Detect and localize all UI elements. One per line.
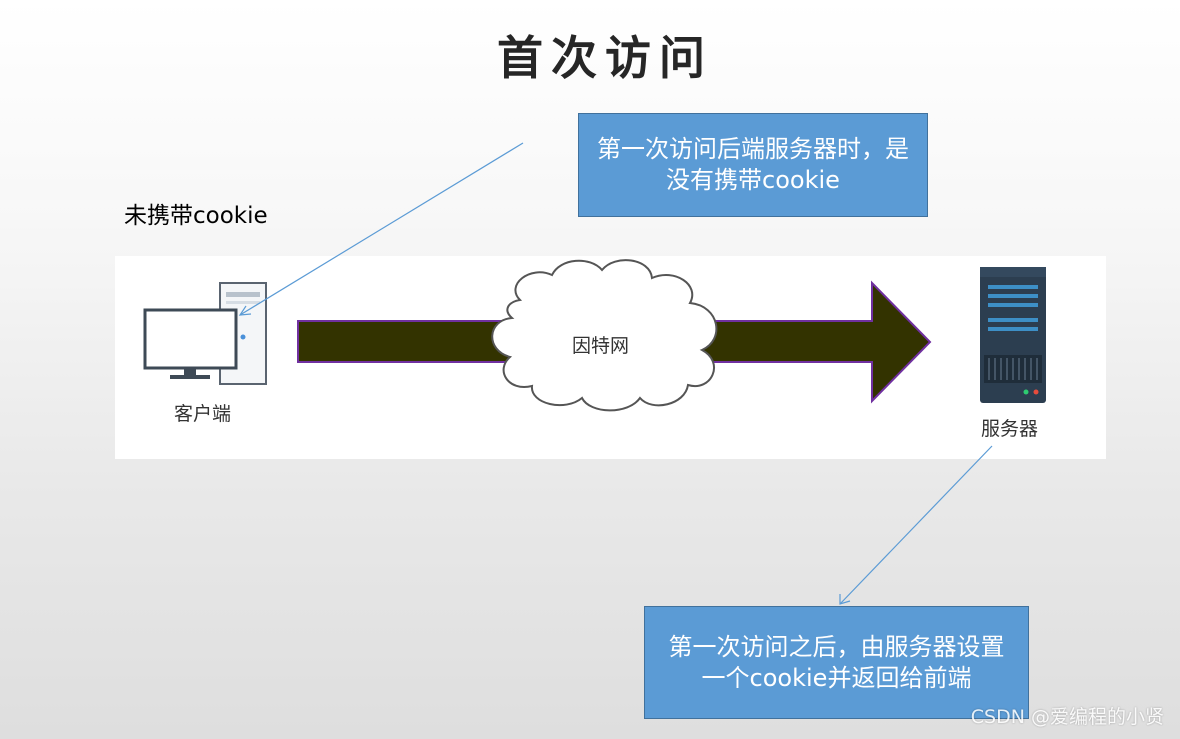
- internet-label: 因特网: [572, 335, 630, 357]
- connector-from-server: [839, 445, 993, 605]
- server-label: 服务器: [981, 418, 1039, 440]
- callout-set-cookie-line2: 一个cookie并返回给前端: [701, 663, 972, 692]
- callout-first-visit: 第一次访问后端服务器时，是 没有携带cookie: [578, 113, 928, 217]
- slide-title: 首次访问: [497, 31, 713, 85]
- watermark: CSDN @爱编程的小贤: [970, 706, 1164, 728]
- callout-set-cookie-line1: 第一次访问之后，由服务器设置: [668, 632, 1005, 661]
- client-label: 客户端: [174, 403, 232, 425]
- no-cookie-label: 未携带cookie: [124, 203, 268, 229]
- callout-set-cookie: 第一次访问之后，由服务器设置 一个cookie并返回给前端: [644, 606, 1029, 719]
- callout-first-visit-line1: 第一次访问后端服务器时，是: [597, 135, 909, 163]
- callout-first-visit-line2: 没有携带cookie: [666, 166, 840, 194]
